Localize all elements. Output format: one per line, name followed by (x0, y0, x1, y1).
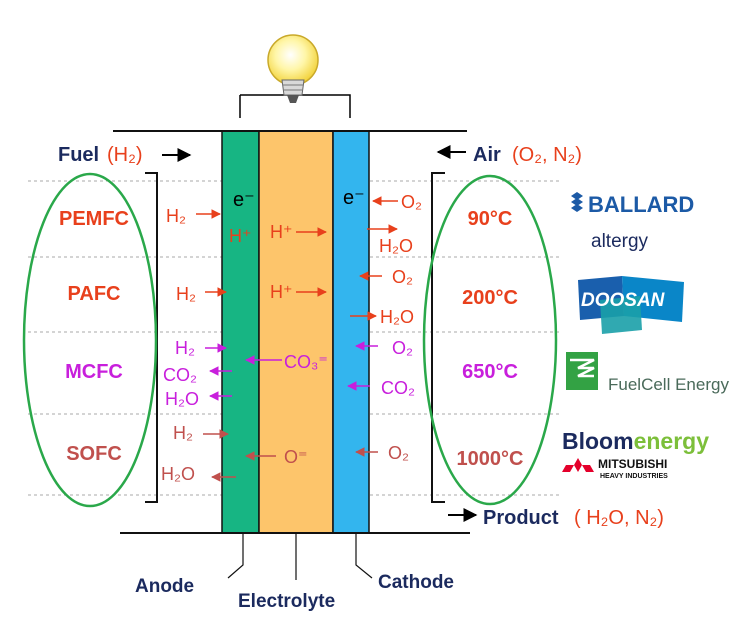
mcfc-anode-species-0: H₂ (175, 338, 195, 358)
pafc-anode-species-0: H₂ (176, 284, 196, 304)
fuel-inlet: Fuel (H₂) (58, 144, 192, 166)
temperature-pafc: 200°C (462, 287, 518, 309)
air-species: (O₂, N₂) (512, 144, 582, 166)
product-label: Product (483, 507, 559, 529)
svg-text:MITSUBISHI: MITSUBISHI (598, 457, 667, 471)
temperature-mcfc: 650°C (462, 361, 518, 383)
electrolyte-layer (258, 130, 334, 534)
mcfc-reactions: H₂ CO₂ H₂O CO₃⁼ O₂ CO₂ (163, 338, 415, 409)
pemfc-reactions: H₂ H⁺ H⁺ O₂ H₂O (166, 192, 422, 256)
pemfc-anode-ion: H⁺ (229, 226, 252, 246)
anode-electron: e⁻ (233, 189, 255, 211)
pemfc-cathode-species-0: O₂ (401, 192, 422, 212)
temperature-pemfc: 90°C (468, 208, 513, 230)
ballard-logo: BALLARD (571, 192, 694, 217)
sofc-ion: O⁼ (284, 447, 308, 467)
pemfc-cathode-species-1: H₂O (379, 236, 413, 256)
fuel-label: Fuel (58, 144, 99, 166)
mcfc-anode-species-1: CO₂ (163, 365, 197, 385)
pafc-reactions: H₂ H⁺ O₂ H₂O (176, 267, 414, 327)
temperature-ellipse (422, 174, 558, 506)
electrode-labels: Anode Electrolyte Cathode (135, 533, 454, 612)
cell-name-mcfc: MCFC (65, 361, 123, 383)
fuelcell-energy-logo: FuelCell Energy (566, 352, 729, 394)
mitsubishi-logo: MITSUBISHI HEAVY INDUSTRIES (562, 457, 668, 480)
cell-name-pafc: PAFC (68, 283, 121, 305)
pafc-cathode-species-1: H₂O (380, 307, 414, 327)
cell-name-sofc: SOFC (66, 443, 122, 465)
sofc-anode-species-0: H₂ (173, 423, 193, 443)
mcfc-cathode-species-0: O₂ (392, 338, 413, 358)
mcfc-ion: CO₃⁼ (284, 352, 328, 372)
product-species: ( H₂O, N₂) (574, 507, 664, 529)
svg-text:Bloomenergy: Bloomenergy (562, 428, 709, 454)
fuel-species: (H₂) (107, 144, 143, 166)
svg-text:BALLARD: BALLARD (588, 192, 694, 217)
sofc-anode-species-1: H₂O (161, 464, 195, 484)
doosan-logo: DOOSAN (578, 276, 684, 334)
pafc-ion: H⁺ (270, 282, 293, 302)
cathode-label: Cathode (378, 572, 454, 593)
pemfc-anode-species-0: H₂ (166, 206, 186, 226)
pafc-cathode-species-0: O₂ (392, 267, 413, 287)
anode-label: Anode (135, 576, 194, 597)
cathode-layer (332, 130, 370, 534)
svg-text:FuelCell Energy: FuelCell Energy (608, 375, 729, 394)
light-bulb-icon (239, 34, 351, 118)
svg-text:DOOSAN: DOOSAN (581, 290, 666, 311)
sofc-cathode-species-0: O₂ (388, 443, 409, 463)
mcfc-anode-species-2: H₂O (165, 389, 199, 409)
air-label: Air (473, 144, 501, 166)
pemfc-ion: H⁺ (270, 222, 293, 242)
sofc-reactions: H₂ H₂O O⁼ O₂ (161, 423, 409, 484)
cathode-electron: e⁻ (343, 187, 365, 209)
mcfc-cathode-species-1: CO₂ (381, 378, 415, 398)
svg-text:HEAVY INDUSTRIES: HEAVY INDUSTRIES (600, 473, 668, 480)
bloom-energy-logo: Bloomenergy (562, 428, 709, 454)
altergy-logo: altergy (591, 231, 649, 252)
cell-name-pemfc: PEMFC (59, 208, 129, 230)
air-inlet: Air (O₂, N₂) (436, 144, 582, 166)
product-outlet: Product ( H₂O, N₂) (448, 507, 664, 529)
svg-text:altergy: altergy (591, 231, 649, 252)
electrolyte-label: Electrolyte (238, 591, 335, 612)
temperature-sofc: 1000°C (457, 448, 524, 470)
fuel-cell-type-ellipse (22, 172, 158, 508)
